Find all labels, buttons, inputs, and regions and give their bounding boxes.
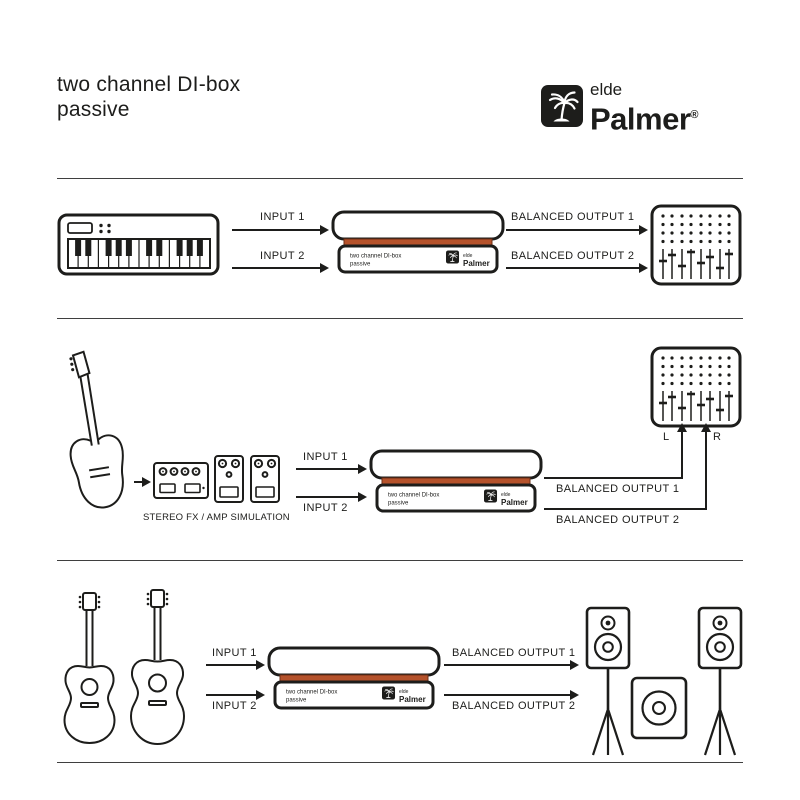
line-output-2 bbox=[544, 508, 707, 510]
divider bbox=[57, 762, 743, 763]
brand-name: Palmer® bbox=[590, 99, 698, 135]
title-line-2: passive bbox=[57, 98, 130, 121]
input1-label: INPUT 1 bbox=[212, 647, 257, 659]
input2-label: INPUT 2 bbox=[212, 700, 257, 712]
output2-label: BALANCED OUTPUT 2 bbox=[452, 700, 576, 712]
arrow-output-2 bbox=[444, 690, 579, 700]
brand-palmer: Palmer bbox=[590, 101, 691, 137]
input1-label: INPUT 1 bbox=[303, 451, 348, 463]
di-box-icon: two channel DI-box passive elde Palmer bbox=[331, 210, 505, 274]
fx-pedals-icon bbox=[153, 455, 280, 503]
line-output-1 bbox=[544, 477, 683, 479]
di-box-icon: two channel DI-box passive elde Palmer bbox=[267, 646, 441, 710]
fx-label: STEREO FX / AMP SIMULATION bbox=[143, 512, 290, 523]
arrow-up-right-channel bbox=[701, 423, 711, 510]
brand-text: elde Palmer® bbox=[590, 80, 698, 135]
input1-label: INPUT 1 bbox=[260, 211, 305, 223]
midi-keyboard-icon bbox=[57, 213, 220, 276]
di-box-brand-elde: elde bbox=[463, 253, 473, 259]
electric-guitar-icon bbox=[69, 350, 124, 509]
di-box-label-line2: passive bbox=[388, 501, 409, 507]
input2-label: INPUT 2 bbox=[260, 250, 305, 262]
acoustic-guitars-icon bbox=[63, 589, 186, 746]
page-title: two channel DI-box passive bbox=[57, 72, 240, 122]
palm-logo-icon bbox=[541, 85, 583, 127]
arrow-up-left-channel bbox=[677, 423, 687, 479]
pa-speaker-icon bbox=[585, 606, 631, 757]
output2-label: BALANCED OUTPUT 2 bbox=[511, 250, 635, 262]
arrow-output-1 bbox=[506, 225, 648, 235]
di-box-brand-elde: elde bbox=[501, 492, 511, 498]
mixer-icon bbox=[650, 346, 742, 428]
brand-elde: elde bbox=[590, 80, 623, 99]
left-channel-label: L bbox=[663, 431, 670, 443]
palm-logo-icon bbox=[381, 686, 396, 700]
arrow-input-2 bbox=[232, 263, 329, 273]
right-channel-label: R bbox=[713, 431, 722, 443]
divider bbox=[57, 560, 743, 561]
title-line-1: two channel DI-box bbox=[57, 73, 241, 96]
di-box-brand-elde: elde bbox=[399, 689, 409, 695]
di-box-label-line1: two channel DI-box bbox=[388, 493, 439, 499]
di-box-label-line1: two channel DI-box bbox=[350, 254, 401, 260]
di-box-brand-palmer: Palmer bbox=[399, 695, 426, 704]
di-box-label-line2: passive bbox=[286, 698, 307, 704]
di-box-label-line1: two channel DI-box bbox=[286, 690, 337, 696]
brand-logo: elde Palmer® bbox=[541, 80, 698, 135]
palm-logo-icon bbox=[445, 250, 460, 264]
arrow-output-2 bbox=[506, 263, 648, 273]
arrow-guitar-to-fx bbox=[134, 477, 151, 487]
divider bbox=[57, 318, 743, 319]
di-box-label-line2: passive bbox=[350, 262, 371, 268]
di-box-icon: two channel DI-box passive elde Palmer bbox=[369, 449, 543, 513]
output1-label: BALANCED OUTPUT 1 bbox=[511, 211, 635, 223]
di-box-brand-palmer: Palmer bbox=[501, 498, 528, 507]
arrow-input-2 bbox=[296, 492, 367, 502]
output1-label: BALANCED OUTPUT 1 bbox=[452, 647, 576, 659]
output2-label: BALANCED OUTPUT 2 bbox=[556, 514, 680, 526]
subwoofer-icon bbox=[630, 676, 688, 740]
divider bbox=[57, 178, 743, 179]
arrow-input-1 bbox=[206, 660, 265, 670]
registered-mark: ® bbox=[690, 109, 699, 121]
arrow-input-1 bbox=[296, 464, 367, 474]
arrow-input-2 bbox=[206, 690, 265, 700]
mixer-icon bbox=[650, 204, 742, 286]
input2-label: INPUT 2 bbox=[303, 502, 348, 514]
pa-speaker-icon bbox=[697, 606, 743, 757]
arrow-output-1 bbox=[444, 660, 579, 670]
output1-label: BALANCED OUTPUT 1 bbox=[556, 483, 680, 495]
arrow-input-1 bbox=[232, 225, 329, 235]
di-box-brand-palmer: Palmer bbox=[463, 259, 490, 268]
palm-logo-icon bbox=[483, 489, 498, 503]
